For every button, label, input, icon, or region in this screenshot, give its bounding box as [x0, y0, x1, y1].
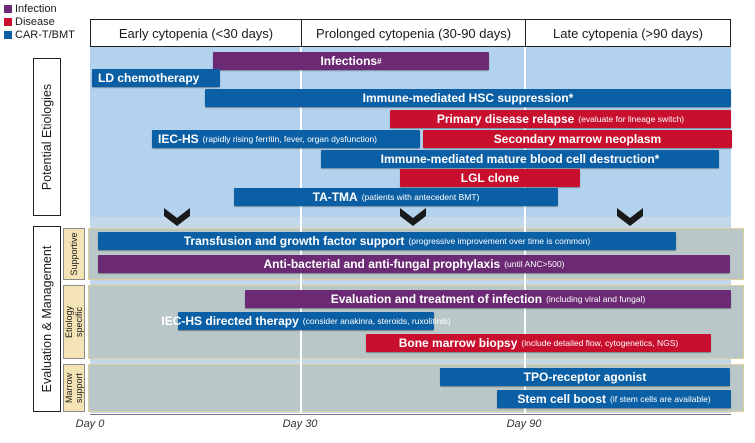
bar-mature-blood-cell-destruction: Immune-mediated mature blood cell destru…	[321, 150, 719, 168]
bar-iec-hs: IEC-HS(rapidly rising ferritin, fever, o…	[152, 130, 420, 148]
tick-day0: Day 0	[75, 418, 105, 430]
legend-swatch	[4, 31, 12, 39]
bar-bone-marrow-biopsy: Bone marrow biopsy(include detailed flow…	[366, 334, 711, 352]
chevron-down-icon	[400, 208, 426, 226]
tick-day90: Day 90	[506, 418, 542, 430]
time-axis	[90, 414, 731, 415]
day90-divider	[524, 47, 526, 413]
bar-immune-hsc-suppression: Immune-mediated HSC suppression*	[205, 89, 731, 107]
tick-day30: Day 30	[282, 418, 318, 430]
bar-tpo-receptor-agonist: TPO-receptor agonist	[440, 368, 730, 386]
chevron-down-icon	[164, 208, 190, 226]
sub-label-marrow-support: Marrow support	[63, 364, 85, 412]
legend-item-cart-bmt: CAR-T/BMT	[4, 29, 75, 41]
sub-label-supportive: Supportive	[63, 228, 85, 280]
column-header-early: Early cytopenia (<30 days)	[90, 19, 302, 47]
bar-ta-tma: TA-TMA(patients with antecedent BMT)	[234, 188, 558, 206]
row-label-management: Evaluation & Management	[33, 226, 61, 412]
legend-item-disease: Disease	[4, 16, 55, 28]
bar-infections: Infections#	[213, 52, 489, 70]
legend-label: CAR-T/BMT	[15, 29, 75, 41]
bar-iec-hs-therapy: IEC-HS directed therapy(consider anakinr…	[161, 312, 451, 330]
column-header-prolonged: Prolonged cytopenia (30-90 days)	[301, 19, 526, 47]
legend-label: Disease	[15, 16, 55, 28]
row-label-etiologies: Potential Etiologies	[33, 58, 61, 216]
bar-prophylaxis: Anti-bacterial and anti-fungal prophylax…	[98, 255, 730, 273]
chevron-down-icon	[617, 208, 643, 226]
sub-label-etiology-specific: Etiology specific	[63, 285, 85, 359]
bar-lgl-clone: LGL clone	[400, 169, 580, 187]
bar-infection-treatment: Evaluation and treatment of infection(in…	[245, 290, 731, 308]
bar-transfusion-support: Transfusion and growth factor support(pr…	[98, 232, 676, 250]
column-header-late: Late cytopenia (>90 days)	[525, 19, 731, 47]
legend-swatch	[4, 18, 12, 26]
bar-ld-chemotherapy: LD chemotherapy	[92, 69, 220, 87]
bar-secondary-marrow-neoplasm: Secondary marrow neoplasm	[423, 130, 732, 148]
bar-stem-cell-boost: Stem cell boost(if stem cells are availa…	[497, 390, 731, 408]
day30-divider	[300, 47, 302, 413]
legend-item-infection: Infection	[4, 3, 57, 15]
legend-label: Infection	[15, 3, 57, 15]
bar-primary-disease-relapse: Primary disease relapse(evaluate for lin…	[390, 110, 731, 128]
legend-swatch	[4, 5, 12, 13]
